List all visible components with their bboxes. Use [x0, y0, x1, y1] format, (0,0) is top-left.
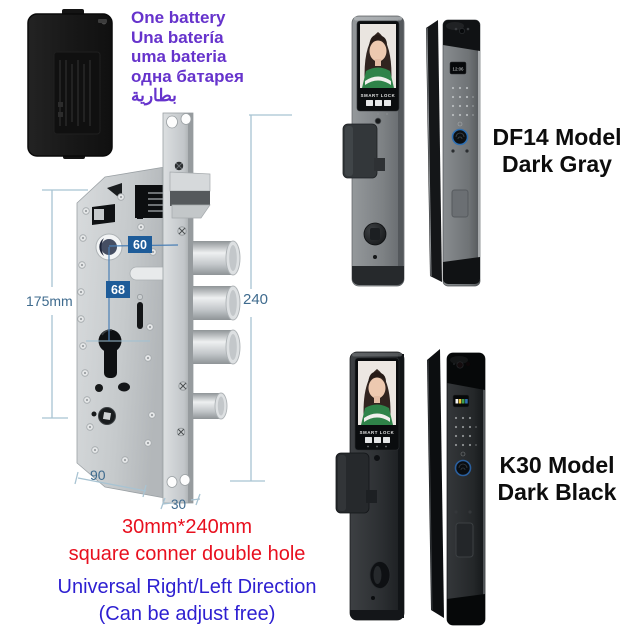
caption-adjust: (Can be adjust free): [98, 603, 276, 625]
df14-power-icon: [457, 121, 463, 127]
k30-keypad: [454, 416, 477, 447]
dim-label-175mm: 175mm: [26, 293, 73, 309]
df14-model-label: DF14 Model Dark Gray: [472, 124, 640, 178]
k30-indoor-bottom-cap: [350, 610, 404, 620]
k30-portrait-photo: [361, 369, 393, 425]
k30-outdoor-bottom-cap: [447, 594, 485, 625]
dim-label-30: 30: [171, 497, 187, 512]
df14-status-display: [449, 61, 467, 75]
df14-outdoor-bottom-cap: [443, 257, 480, 284]
dim-label-90: 90: [90, 467, 106, 483]
diagram-caption: 30mm*240mm square conner double hole Uni…: [28, 514, 346, 628]
battery-caption-pt: uma bateria: [131, 47, 227, 66]
df14-key-cover: [451, 189, 469, 218]
battery-caption-en: One battery: [131, 8, 226, 27]
k30-face-recognition-module: [447, 353, 485, 390]
k30-indoor-camera-icon: [373, 454, 381, 462]
df14-screen-buttons: [366, 100, 391, 106]
df14-screen-brand-text: SMART LOCK: [361, 93, 396, 98]
battery-caption-ar: بطارية: [131, 86, 177, 105]
df14-finish-name: Dark Gray: [502, 151, 612, 177]
caption-direction: Universal Right/Left Direction: [57, 576, 317, 598]
df14-indoor-camera-icon: [374, 117, 382, 125]
k30-thumbturn-knob: [369, 561, 391, 589]
deadbolt-cylinders: [193, 240, 241, 420]
df14-display-time-text: 12:06: [453, 67, 465, 72]
dim-badge-60: 60: [128, 236, 152, 253]
k30-indoor-panel: SMART LOCK: [335, 351, 405, 621]
df14-indoor-panel: SMART LOCK: [342, 15, 405, 287]
faceplate-screws: [174, 161, 188, 437]
df14-camera-lens-icon: [459, 28, 465, 34]
k30-camera-lens-icon: [456, 361, 464, 369]
k30-model-label: K30 Model Dark Black: [472, 452, 640, 506]
battery-caption: One battery Una batería uma bateria одна…: [131, 8, 311, 106]
df14-product-image: SMART LOCK: [342, 15, 481, 287]
df14-indoor-screen: SMART LOCK: [356, 20, 400, 112]
lever-slot: [137, 302, 143, 329]
k30-finish-name: Dark Black: [497, 479, 617, 505]
k30-indoor-screen: SMART LOCK: [354, 357, 400, 451]
battery-caption-es: Una batería: [131, 27, 224, 47]
df14-portrait-photo: [362, 32, 394, 88]
df14-outdoor-side-view: [426, 20, 442, 282]
df14-outdoor-panel: 12:06: [442, 19, 481, 287]
faceplate-strip: [162, 112, 194, 504]
k30-status-display: [452, 394, 470, 408]
k30-handle-block: [335, 452, 377, 514]
battery-caption-ru: одна батарея: [131, 66, 244, 86]
dimension-lines: [42, 114, 292, 510]
k30-outdoor-panel: [446, 352, 486, 626]
dim-label-240: 240: [243, 291, 269, 308]
k30-screen-brand-text: SMART LOCK: [360, 430, 395, 435]
df14-handle-block: [342, 123, 385, 179]
df14-indoor-bottom-cap: [352, 266, 404, 285]
latch-bolt: [169, 171, 211, 219]
k30-product-image: SMART LOCK: [335, 349, 486, 626]
k30-model-name: K30 Model: [499, 452, 615, 478]
mortise-lock-diagram: [42, 112, 292, 510]
dim-badge-68: 68: [106, 281, 130, 298]
caption-size: 30mm*240mm: [121, 516, 253, 538]
k30-screen-buttons: [365, 437, 390, 443]
caption-hole-type: square conner double hole: [68, 543, 306, 565]
df14-face-recognition-module: [443, 20, 480, 51]
df14-keypad: [451, 86, 474, 117]
battery-image: [27, 9, 113, 159]
k30-power-icon: [460, 451, 466, 457]
k30-fingerprint-sensor-icon: [454, 459, 472, 477]
df14-model-name: DF14 Model: [492, 124, 622, 150]
df14-fingerprint-sensor-icon: [451, 128, 469, 146]
k30-key-cover: [455, 522, 474, 558]
